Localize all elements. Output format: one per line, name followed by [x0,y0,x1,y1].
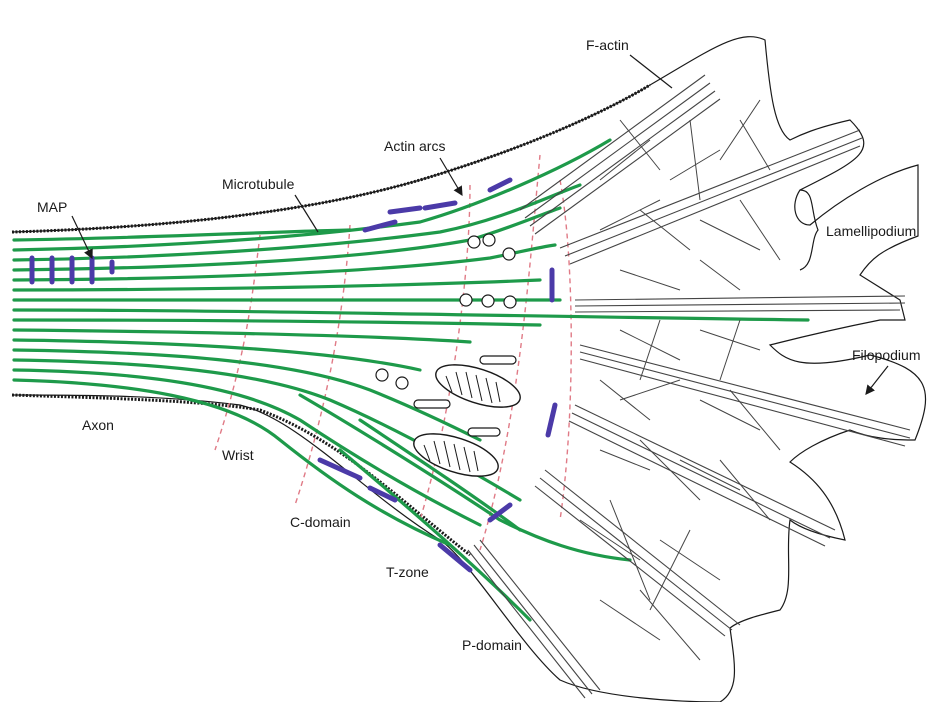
label-filopodium: Filopodium [852,347,920,363]
actin-bundle-filopodium-6 [535,470,740,636]
label-map: MAP [37,199,67,215]
label-f-actin: F-actin [586,37,629,53]
domain-boundaries [215,155,571,550]
label-actin-arcs: Actin arcs [384,138,445,154]
actin-meshwork [580,100,780,660]
actin-bundle-filopodium-7 [468,540,600,698]
actin-bundle-filopodium-3 [575,296,905,312]
label-t-zone: T-zone [386,564,429,580]
label-microtubule: Microtubule [222,176,295,192]
lamellipodium-brace [800,190,818,270]
actin-bundle-filopodium-5 [569,405,835,546]
label-lamellipodium: Lamellipodium [826,223,916,239]
leader-microtubule [295,195,318,232]
axon-membrane-bottom [12,395,470,555]
leader-actin-arcs [440,158,462,195]
label-wrist: Wrist [222,447,254,463]
leader-filopodium [866,366,888,394]
label-c-domain: C-domain [290,514,351,530]
label-p-domain: P-domain [462,637,522,653]
leader-f-actin [630,55,672,88]
actin-bundle-filopodium-2 [560,130,862,264]
label-axon: Axon [82,417,114,433]
